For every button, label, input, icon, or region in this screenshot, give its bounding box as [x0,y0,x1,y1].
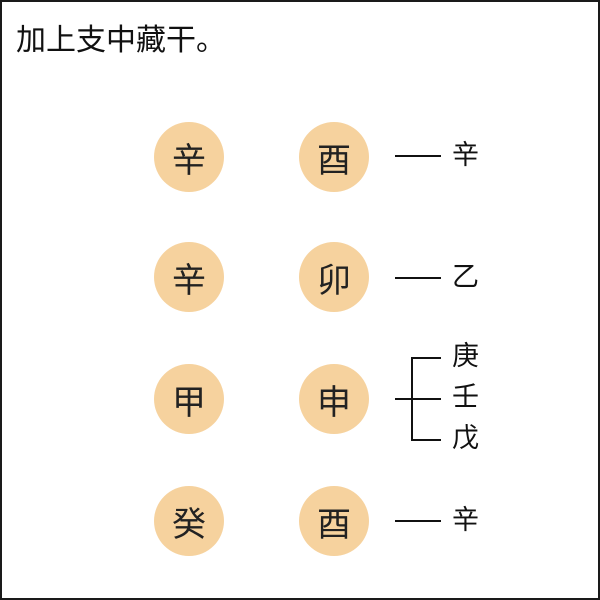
bracket-branch-middle-row-3 [411,398,441,400]
hidden-stem-row-2: 乙 [452,262,479,293]
connector-line-row-1 [395,155,441,157]
connector-line-row-2 [395,277,441,279]
connector-line-row-4 [395,520,441,522]
page-title: 加上支中藏干。 [16,23,226,58]
branch-circle-row-1: 酉 [299,122,369,192]
branch-circle-row-3: 申 [299,364,369,434]
hidden-stem-row-3-bottom: 戊 [452,423,479,454]
stem-circle-row-1: 辛 [154,122,224,192]
bracket-branch-bottom-row-3 [411,439,441,441]
bracket-stem-row-3 [395,398,412,400]
hidden-stem-row-3-top: 庚 [452,341,479,372]
hidden-stem-row-4: 辛 [452,505,479,536]
branch-circle-row-2: 卯 [299,242,369,312]
stem-circle-row-4: 癸 [154,486,224,556]
stem-circle-row-3: 甲 [154,364,224,434]
hidden-stem-row-1: 辛 [452,140,479,171]
bracket-branch-top-row-3 [411,357,441,359]
stem-circle-row-2: 辛 [154,242,224,312]
branch-circle-row-4: 酉 [299,486,369,556]
hidden-stem-row-3-middle: 壬 [452,382,479,413]
